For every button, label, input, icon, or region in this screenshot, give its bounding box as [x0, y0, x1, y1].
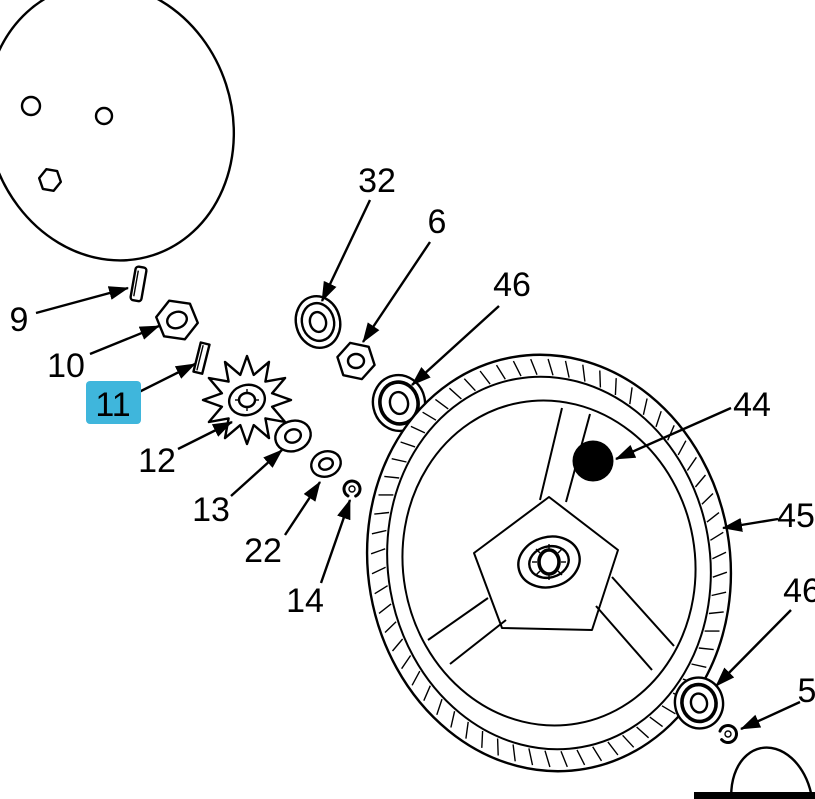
callout-arrow-46-left	[411, 305, 500, 386]
washer-bore	[283, 428, 303, 444]
callout-arrow-5	[740, 700, 801, 731]
part-label-11[interactable]: 11	[95, 386, 130, 424]
cover-plate-hole	[94, 106, 114, 126]
cover-plate	[0, 0, 236, 262]
hub-cap	[730, 746, 814, 799]
e-ring-inner	[348, 485, 356, 493]
part-label-10[interactable]: 10	[47, 347, 85, 385]
wheel-spoke	[611, 576, 675, 647]
part-label-45[interactable]: 45	[777, 497, 815, 535]
callout-arrow-32	[320, 199, 372, 302]
callout-arrow-11	[136, 362, 196, 395]
hex-washer-bore	[346, 352, 366, 370]
part-label-32[interactable]: 32	[358, 162, 396, 200]
hub-spline	[557, 548, 563, 554]
part-label-9[interactable]: 9	[10, 301, 29, 339]
roll-pin-slot	[133, 270, 139, 297]
part-label-14[interactable]: 14	[286, 582, 324, 620]
part-label-6[interactable]: 6	[428, 203, 447, 241]
callout-arrow-9	[35, 286, 129, 315]
shaft-key-body	[192, 341, 211, 375]
hub-spline	[535, 570, 541, 576]
e-ring-clip-small	[717, 724, 738, 744]
hub-spline	[557, 570, 563, 576]
e-ring-body	[342, 479, 362, 499]
washer-bore	[317, 457, 335, 471]
cover-plate-hole	[20, 95, 42, 117]
rear-bearing	[673, 676, 725, 730]
bearing-bore	[689, 692, 709, 714]
callout-arrow-45	[722, 517, 779, 532]
part-label-13[interactable]: 13	[192, 491, 230, 529]
cover-plate-disc	[0, 0, 236, 262]
callout-arrow-14	[319, 499, 352, 584]
part-label-44[interactable]: 44	[733, 386, 771, 424]
gear-bore	[237, 391, 257, 409]
flange-nut-bore	[166, 310, 188, 330]
part-label-5[interactable]: 5	[798, 672, 815, 710]
roll-pin	[129, 265, 148, 303]
wheel-spoke	[539, 407, 563, 501]
bearing-bore	[308, 310, 328, 334]
bearing-bore	[388, 390, 410, 416]
callout-arrow-46-right	[715, 609, 792, 687]
ball-bearing	[294, 295, 342, 349]
callout-arrow-10	[89, 324, 160, 356]
hub-plug	[572, 440, 614, 482]
e-ring-clip	[342, 479, 362, 499]
wheel-spoke	[595, 605, 653, 671]
part-label-46-left[interactable]: 46	[493, 266, 531, 304]
callout-arrow-6	[362, 241, 431, 343]
wheel-assembly	[365, 353, 733, 773]
part-label-22[interactable]: 22	[244, 532, 282, 570]
e-ring-body	[717, 724, 738, 744]
callout-arrow-12	[177, 420, 233, 451]
hub-splined-bore	[537, 548, 561, 576]
e-ring-inner	[724, 730, 732, 738]
part-label-12[interactable]: 12	[138, 442, 176, 480]
wheel-spoke	[449, 619, 507, 665]
bottom-edge-bar	[694, 792, 815, 799]
thrust-washer	[274, 419, 312, 453]
callout-arrow-44	[615, 406, 732, 461]
cover-plate-hex-hole	[37, 167, 63, 193]
pinion-gear	[201, 354, 293, 446]
callout-arrow-22	[283, 481, 322, 536]
flange-nut	[155, 299, 199, 341]
flat-washer	[310, 449, 342, 479]
hub-spline	[535, 548, 541, 554]
shaft-key-edge	[196, 344, 204, 371]
hex-washer	[336, 341, 376, 381]
shaft-key	[192, 341, 211, 375]
highlight-marker	[86, 381, 141, 424]
part-label-46-right[interactable]: 46	[783, 572, 815, 610]
wheel-spoke	[427, 597, 489, 641]
tire-tread	[370, 358, 728, 768]
callout-arrow-13	[230, 449, 283, 497]
